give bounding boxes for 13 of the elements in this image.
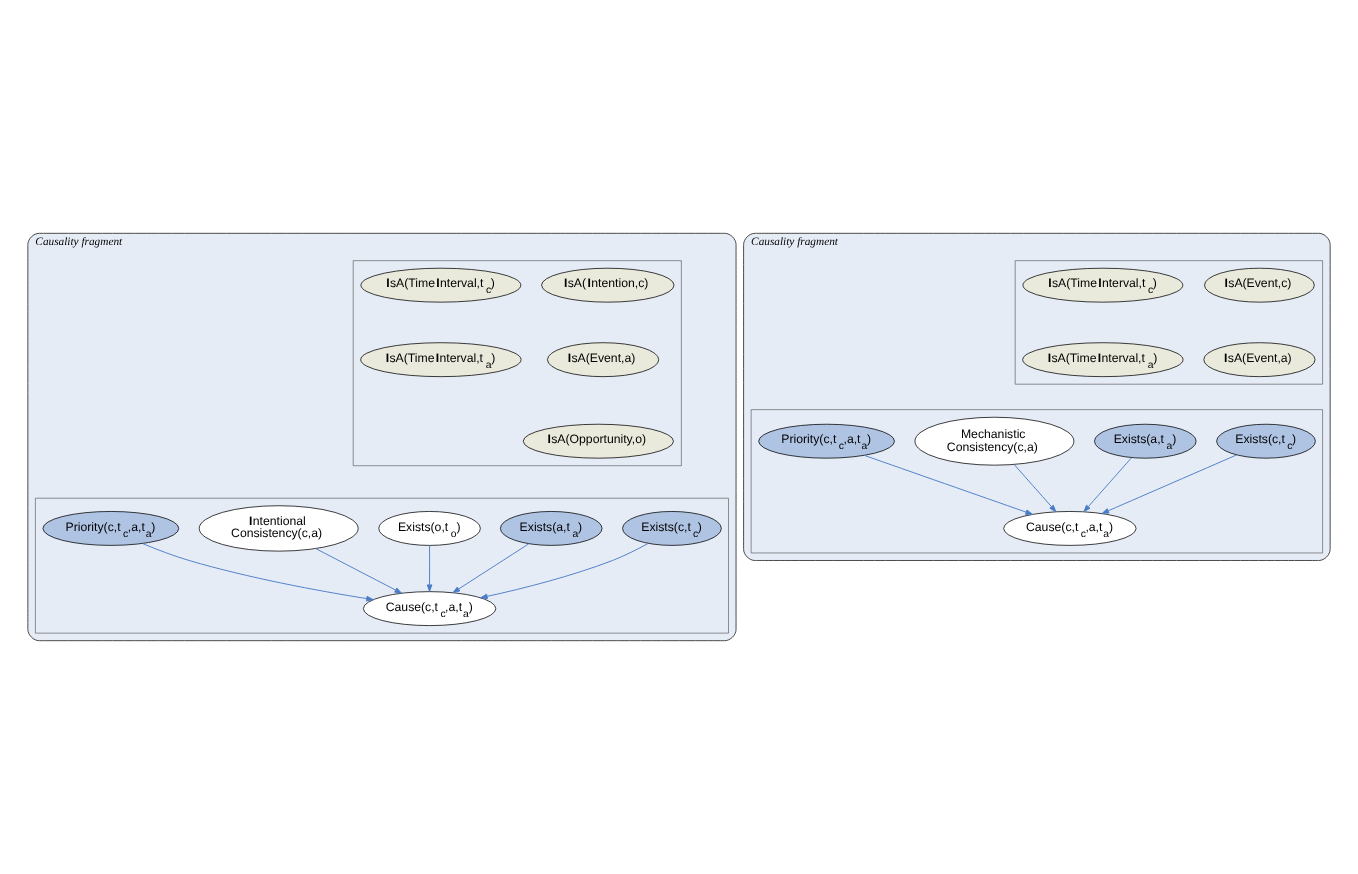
arrow (1101, 454, 1238, 514)
arrow (1013, 464, 1057, 513)
cluster (1014, 260, 1323, 385)
arrow (315, 548, 403, 594)
arrow (863, 454, 1033, 515)
arrow (452, 543, 530, 594)
arrow (480, 542, 649, 600)
cluster (35, 497, 729, 634)
cluster (750, 409, 1323, 554)
arrow (426, 545, 433, 592)
cluster (352, 260, 682, 466)
arrow (142, 543, 374, 602)
arrow (1083, 457, 1132, 513)
